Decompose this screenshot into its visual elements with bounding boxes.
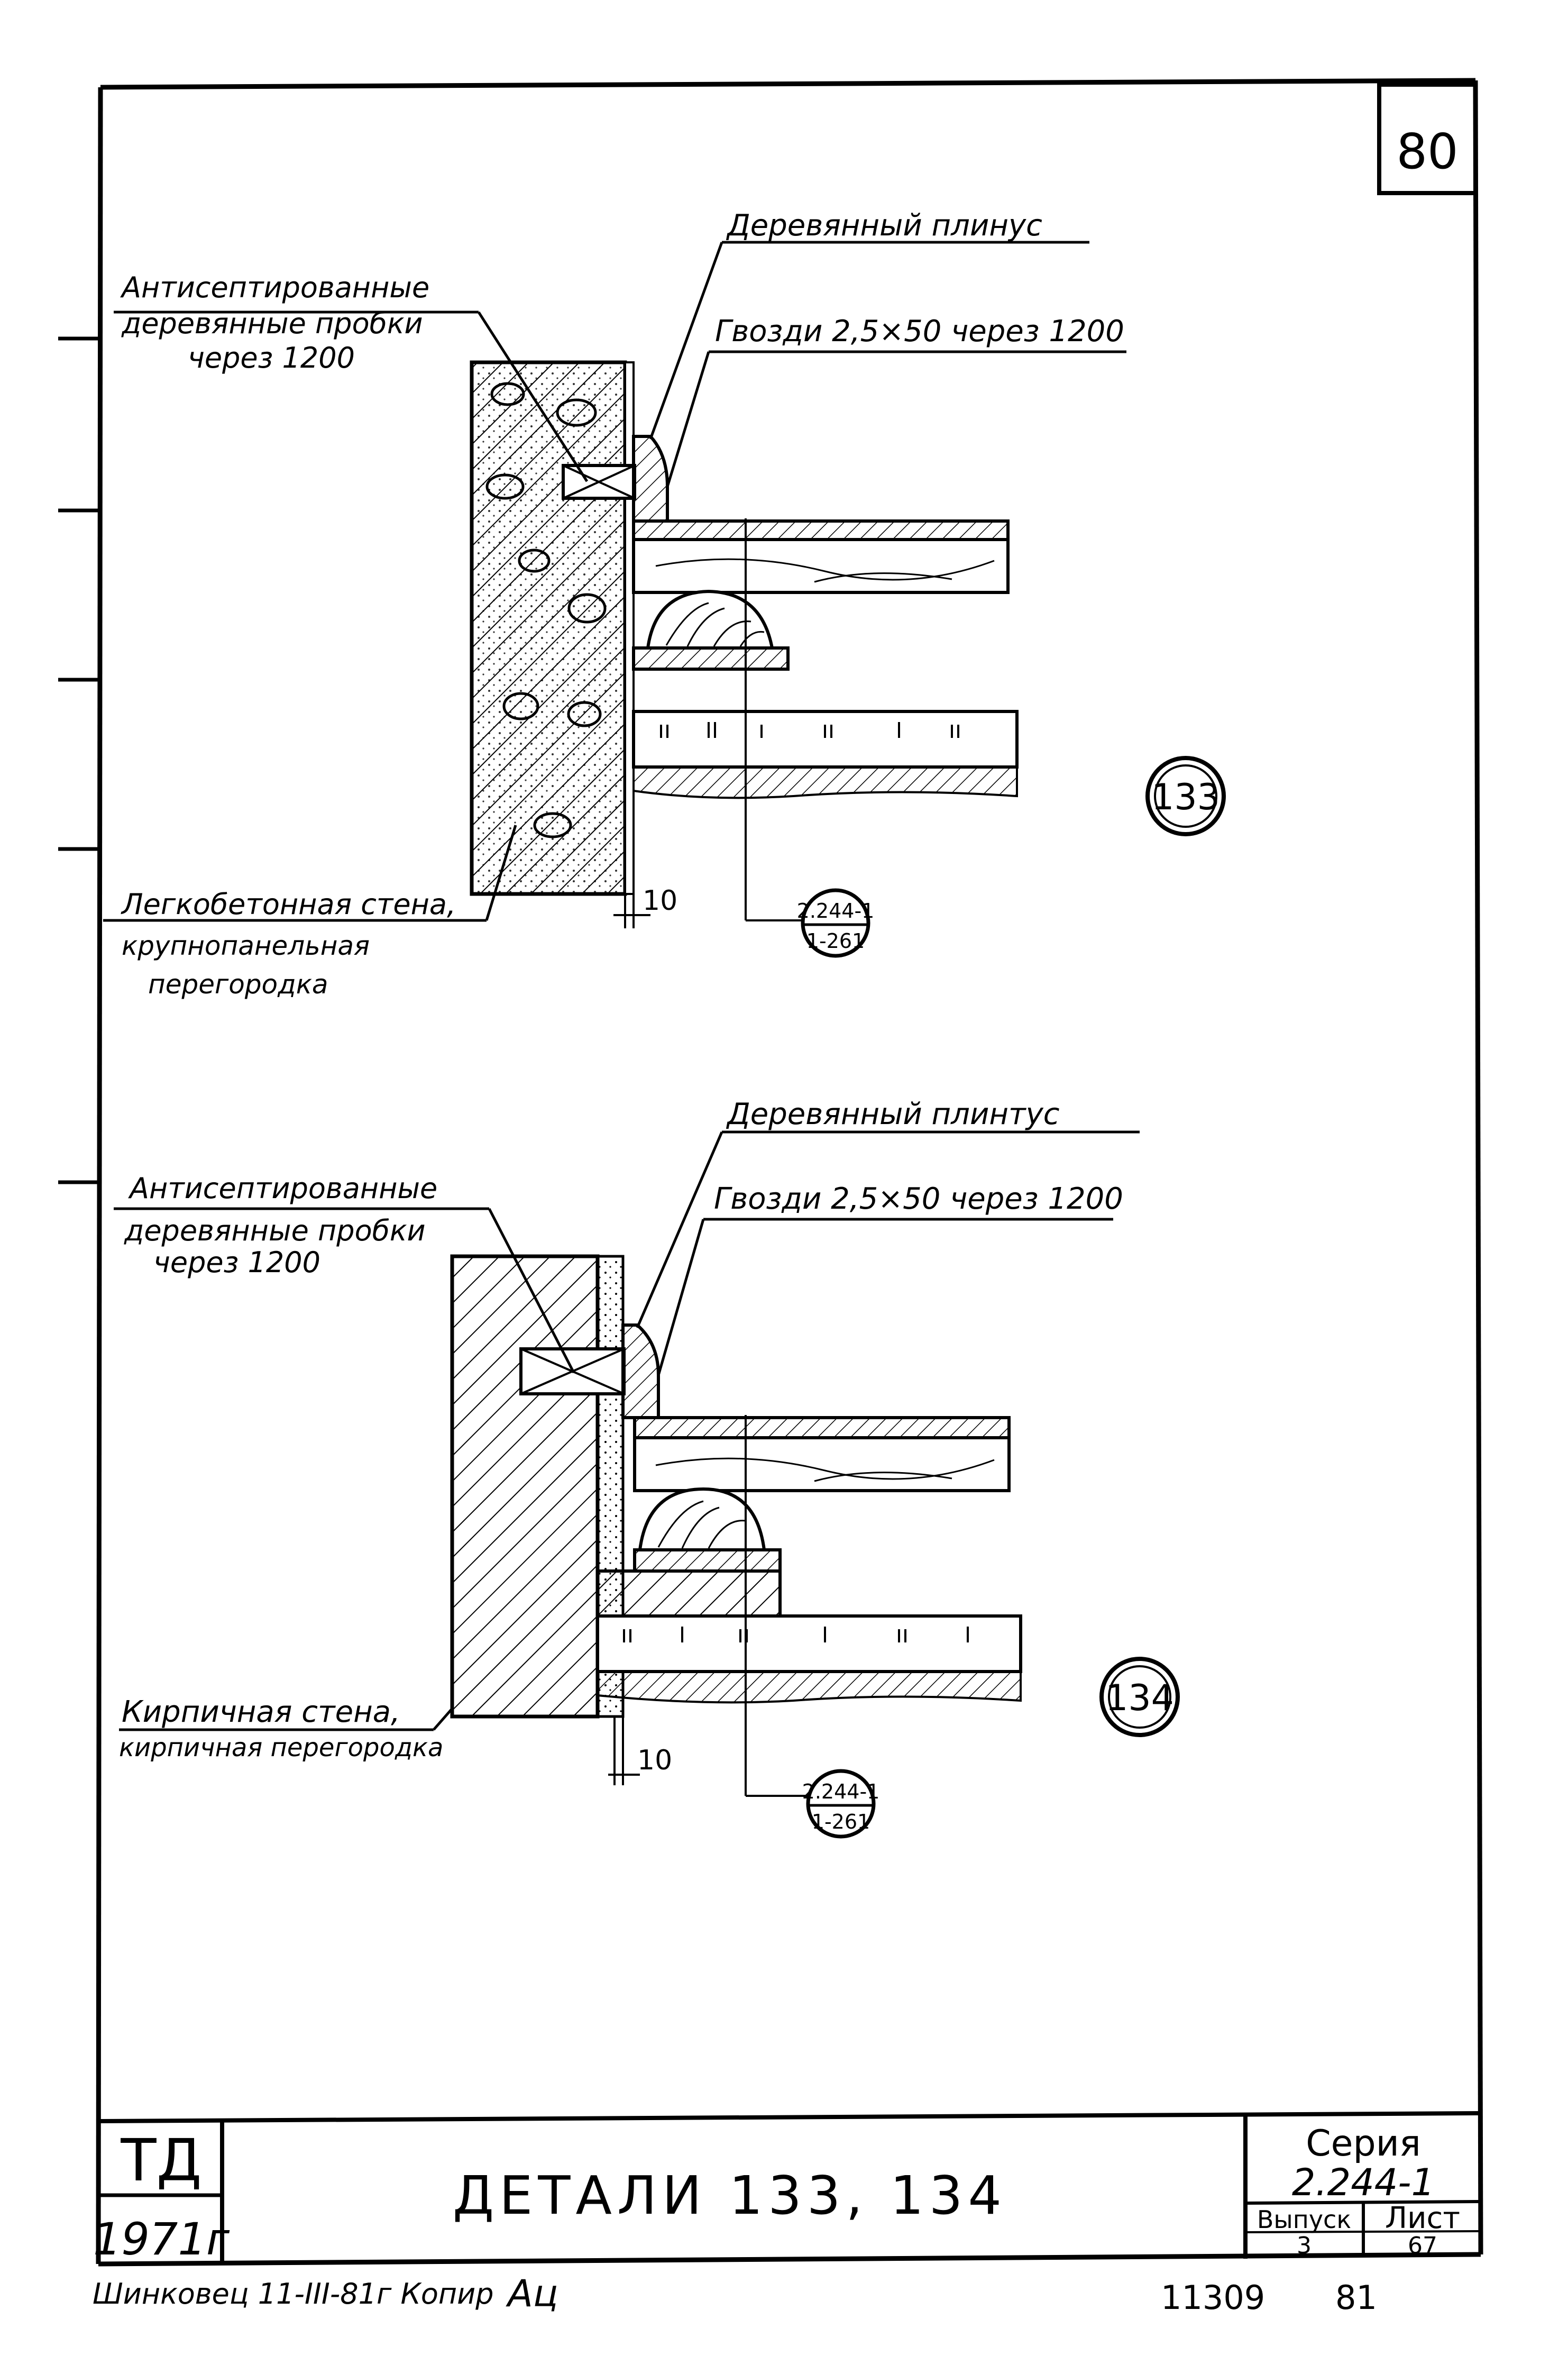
svg-text:2.244-1: 2.244-1 [797, 899, 875, 923]
series-label: Серия [1306, 2123, 1421, 2165]
signature-mark: Ац [506, 2272, 558, 2315]
soundproof-pad [638, 1487, 766, 1551]
footer-order-number: 11309 [1161, 2278, 1265, 2317]
svg-text:2.244-1: 2.244-1 [802, 1780, 880, 1803]
stamp-td: ТД [120, 2126, 201, 2194]
floor-boards [632, 519, 1010, 541]
concrete-voids [485, 382, 607, 838]
soundproof-pad [646, 589, 774, 650]
label-plugs-133-l1: Антисептированные [120, 271, 429, 304]
leader-lines-134 [114, 1130, 1140, 1731]
sheet-label: Лист [1385, 2201, 1460, 2235]
svg-text:10: 10 [643, 885, 677, 917]
svg-text:10: 10 [637, 1745, 672, 1776]
label-plugs-133-l2: деревянные пробки [121, 307, 423, 340]
floor-boards [633, 1416, 1011, 1439]
label-wall-133-l1: Легкобетонная стена, [121, 888, 456, 921]
label-plinth-134: Деревянный плинтус [726, 1097, 1060, 1131]
ground-fill [597, 1670, 1022, 1704]
wooden-plinth [632, 435, 669, 523]
detail-number-133: 133 [1145, 756, 1226, 836]
series-value: 2.244-1 [1292, 2161, 1435, 2204]
detail-133: 10 2.244-1 1-261 133 Деревянный пли [103, 208, 1226, 1000]
page-number: 80 [1396, 123, 1458, 180]
sleeper-board [633, 1548, 782, 1573]
page-number-box: 80 [1377, 83, 1478, 195]
sleeper-board [632, 646, 790, 671]
reference-marker-134: 2.244-1 1-261 [802, 1769, 880, 1839]
floor-slab [596, 1614, 1022, 1673]
label-plugs-134-l1: Антисептированные [128, 1172, 437, 1205]
footer-page-number: 81 [1335, 2278, 1377, 2317]
svg-text:1-261: 1-261 [812, 1810, 870, 1833]
label-wall-134-l2: кирпичная перегородка [119, 1733, 443, 1763]
floor-joist [633, 1436, 1011, 1492]
lower-sleeper [596, 1569, 782, 1618]
svg-text:134: 134 [1105, 1677, 1174, 1719]
sheet-title: ДЕТАЛИ 133, 134 [453, 2165, 1007, 2226]
footer-signature: Шинковец 11-III-81г Копир [93, 2277, 494, 2311]
dimension-10-133: 10 [613, 885, 677, 928]
stamp-year: 1971г [93, 2213, 230, 2265]
sheet-frame [96, 78, 1483, 2267]
svg-text:1-261: 1-261 [806, 929, 865, 953]
label-wall-134-l1: Кирпичная стена, [122, 1695, 400, 1729]
leader-lines-133 [103, 241, 1126, 922]
reference-marker-133: 2.244-1 1-261 [797, 888, 875, 958]
floor-slab [632, 710, 1019, 769]
binding-marks [58, 336, 100, 1184]
label-plugs-134-l3: через 1200 [153, 1246, 320, 1279]
label-wall-133-l3: перегородка [148, 969, 328, 1000]
label-plinth-133: Деревянный плинус [726, 208, 1042, 243]
label-wall-133-l2: крупнопанельная [122, 930, 370, 961]
title-block: ТД 1971г ДЕТАЛИ 133, 134 Серия 2.244-1 В… [93, 2111, 1481, 2265]
label-plugs-134-l2: деревянные пробки [124, 1214, 426, 1247]
brick-wall [450, 1254, 600, 1719]
detail-134: 10 2.244-1 1-261 134 Деревянный пли [114, 1097, 1180, 1839]
floor-joist [632, 538, 1010, 594]
ground-fill [632, 766, 1018, 799]
sheet-value: 67 [1408, 2232, 1437, 2259]
label-nails-133: Гвозди 2,5×50 через 1200 [715, 314, 1124, 349]
issue-label: Выпуск [1257, 2205, 1351, 2234]
wooden-plinth [621, 1323, 660, 1419]
label-nails-134: Гвозди 2,5×50 через 1200 [714, 1182, 1123, 1216]
svg-text:133: 133 [1151, 777, 1220, 818]
footer: Шинковец 11-III-81г Копир Ац 11309 81 [93, 2272, 1377, 2317]
dimension-10-134: 10 [608, 1716, 672, 1785]
detail-number-134: 134 [1099, 1657, 1180, 1737]
label-plugs-133-l3: через 1200 [188, 341, 355, 375]
issue-value: 3 [1297, 2232, 1312, 2259]
